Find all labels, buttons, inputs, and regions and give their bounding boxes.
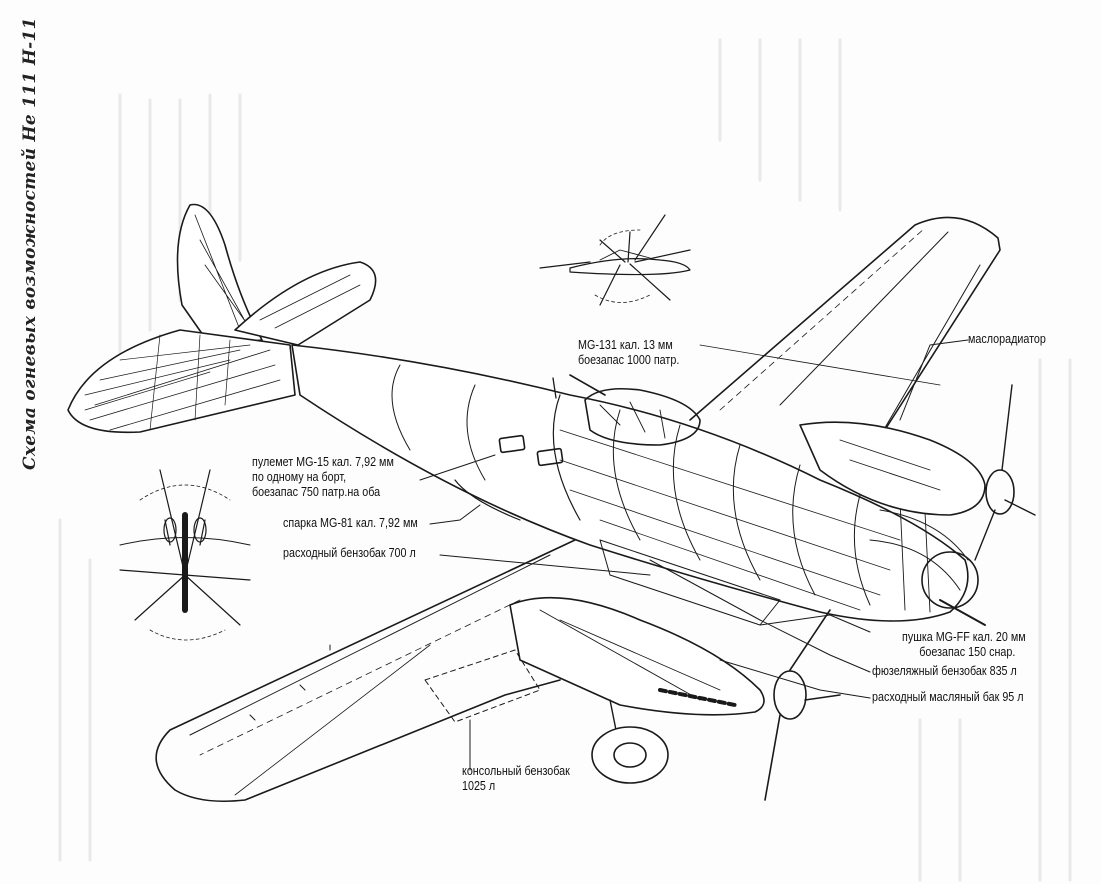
leader-lines — [419, 339, 969, 699]
label-mg15-mount: по одному на борт, — [252, 470, 347, 484]
label-oil-tank: расходный масляный бак 95 л — [872, 690, 1024, 704]
firing-arcs-top-view — [119, 469, 251, 641]
label-mg131-ammo: боезапас 1000 патр. — [578, 353, 680, 367]
starboard-engine — [799, 384, 1036, 561]
label-wing-tank-name: консольный бензобак — [462, 764, 570, 778]
firing-arcs-side-view — [539, 214, 691, 306]
label-wing-fuel-tank: консольный бензобак 1025 л — [462, 764, 570, 794]
label-mg131: MG-131 кал. 13 мм боезапас 1000 патр. — [578, 338, 679, 368]
figure-title: Схема огневых возможностей Не 111 Н-11 — [20, 17, 40, 470]
starboard-wing — [689, 216, 1001, 471]
label-mg131-caliber: MG-131 кал. 13 мм — [578, 338, 673, 352]
port-wing — [155, 539, 576, 803]
label-oil-radiator: маслорадиатор — [968, 332, 1046, 346]
label-mgff: пушка MG-FF кал. 20 мм боезапас 150 снар… — [902, 630, 1026, 660]
label-mg15-caliber: пулемет MG-15 кал. 7,92 мм — [252, 455, 394, 469]
label-service-fuel-tank: расходный бензобак 700 л — [283, 546, 416, 560]
label-wing-tank-volume: 1025 л — [462, 779, 496, 793]
fuselage — [291, 344, 986, 626]
label-mg15-ammo: боезапас 750 патр.на оба — [252, 485, 381, 499]
label-mgff-caliber: пушка MG-FF кал. 20 мм — [902, 630, 1026, 644]
label-mgff-ammo: боезапас 150 снар. — [919, 645, 1016, 659]
label-fuselage-fuel-tank: фюзеляжный бензобак 835 л — [872, 664, 1017, 678]
tail-unit — [67, 203, 377, 434]
port-engine — [509, 596, 841, 801]
label-mg15: пулемет MG-15 кал. 7,92 мм по одному на … — [252, 455, 394, 500]
label-mg81: спарка MG-81 кал. 7,92 мм — [283, 516, 418, 530]
